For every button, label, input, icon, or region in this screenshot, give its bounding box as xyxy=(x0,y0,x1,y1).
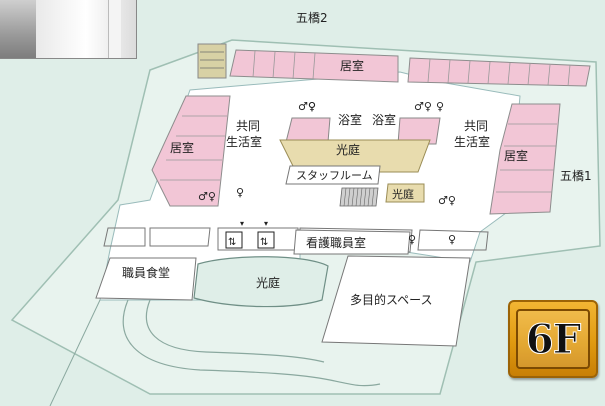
room-label-staff-room: スタッフルーム xyxy=(296,169,373,182)
svg-text:♂♀: ♂♀ xyxy=(298,100,316,113)
bridge-label-east: 五橋1 xyxy=(560,169,592,183)
multipurpose-space xyxy=(321,255,471,347)
floor-level-label: 6F xyxy=(525,315,581,363)
floor-level-badge: 6F xyxy=(508,300,598,378)
svg-text:♀: ♀ xyxy=(236,186,244,199)
room-label-staff-cafeteria: 職員食堂 xyxy=(122,265,170,280)
svg-text:♀: ♀ xyxy=(436,100,444,113)
svg-text:♂♀: ♂♀ xyxy=(414,100,432,113)
light-court-east xyxy=(385,183,425,203)
light-court-south xyxy=(193,256,329,308)
svg-text:⇅: ⇅ xyxy=(228,237,236,248)
svg-text:▾: ▾ xyxy=(240,219,244,228)
resident-block-north xyxy=(197,43,591,87)
room-label-resident-north: 居室 xyxy=(340,58,364,73)
room-label-nurse-station: 看護職員室 xyxy=(306,235,366,250)
building-photo xyxy=(0,0,137,59)
svg-text:♀: ♀ xyxy=(308,100,316,113)
garden-path xyxy=(122,299,381,387)
room-label-common-east-2: 生活室 xyxy=(454,134,490,149)
elevator-icon: ⇅ ⇅ ▾ ▾ xyxy=(225,219,275,249)
room-label-common-west-2: 生活室 xyxy=(226,134,262,149)
nurse-station xyxy=(293,229,411,255)
room-label-resident-west: 居室 xyxy=(170,140,194,155)
room-label-multipurpose: 多目的スペース xyxy=(350,292,433,307)
svg-text:♀: ♀ xyxy=(448,233,456,246)
resident-block-west xyxy=(151,95,231,207)
staff-cafeteria xyxy=(95,257,197,301)
room-label-bath-right: 浴室 xyxy=(372,112,396,127)
resident-block-east xyxy=(489,103,561,215)
room-label-light-court-east: 光庭 xyxy=(392,187,414,201)
svg-text:▾: ▾ xyxy=(264,219,268,228)
light-court-center xyxy=(279,139,431,173)
svg-text:♀: ♀ xyxy=(408,233,416,246)
room-label-resident-east: 居室 xyxy=(504,148,528,163)
svg-text:⇅: ⇅ xyxy=(260,237,268,248)
svg-text:♂♀: ♂♀ xyxy=(198,190,216,203)
restroom-icon: ♂♀ ♀ ♂♀ ♀ ♂♀ ♀ ♂♀ ♀ ♀ xyxy=(198,100,456,246)
room-label-bath-left: 浴室 xyxy=(338,112,362,127)
room-label-light-court-center: 光庭 xyxy=(336,142,360,157)
room-label-light-court-south: 光庭 xyxy=(256,275,280,290)
bridge-label-north: 五橋2 xyxy=(296,11,328,25)
stairs xyxy=(339,187,379,207)
staff-room xyxy=(285,165,381,185)
room-label-common-east-1: 共同 xyxy=(464,119,488,133)
svg-text:♂♀: ♂♀ xyxy=(438,194,456,207)
room-label-common-west-1: 共同 xyxy=(236,119,260,133)
